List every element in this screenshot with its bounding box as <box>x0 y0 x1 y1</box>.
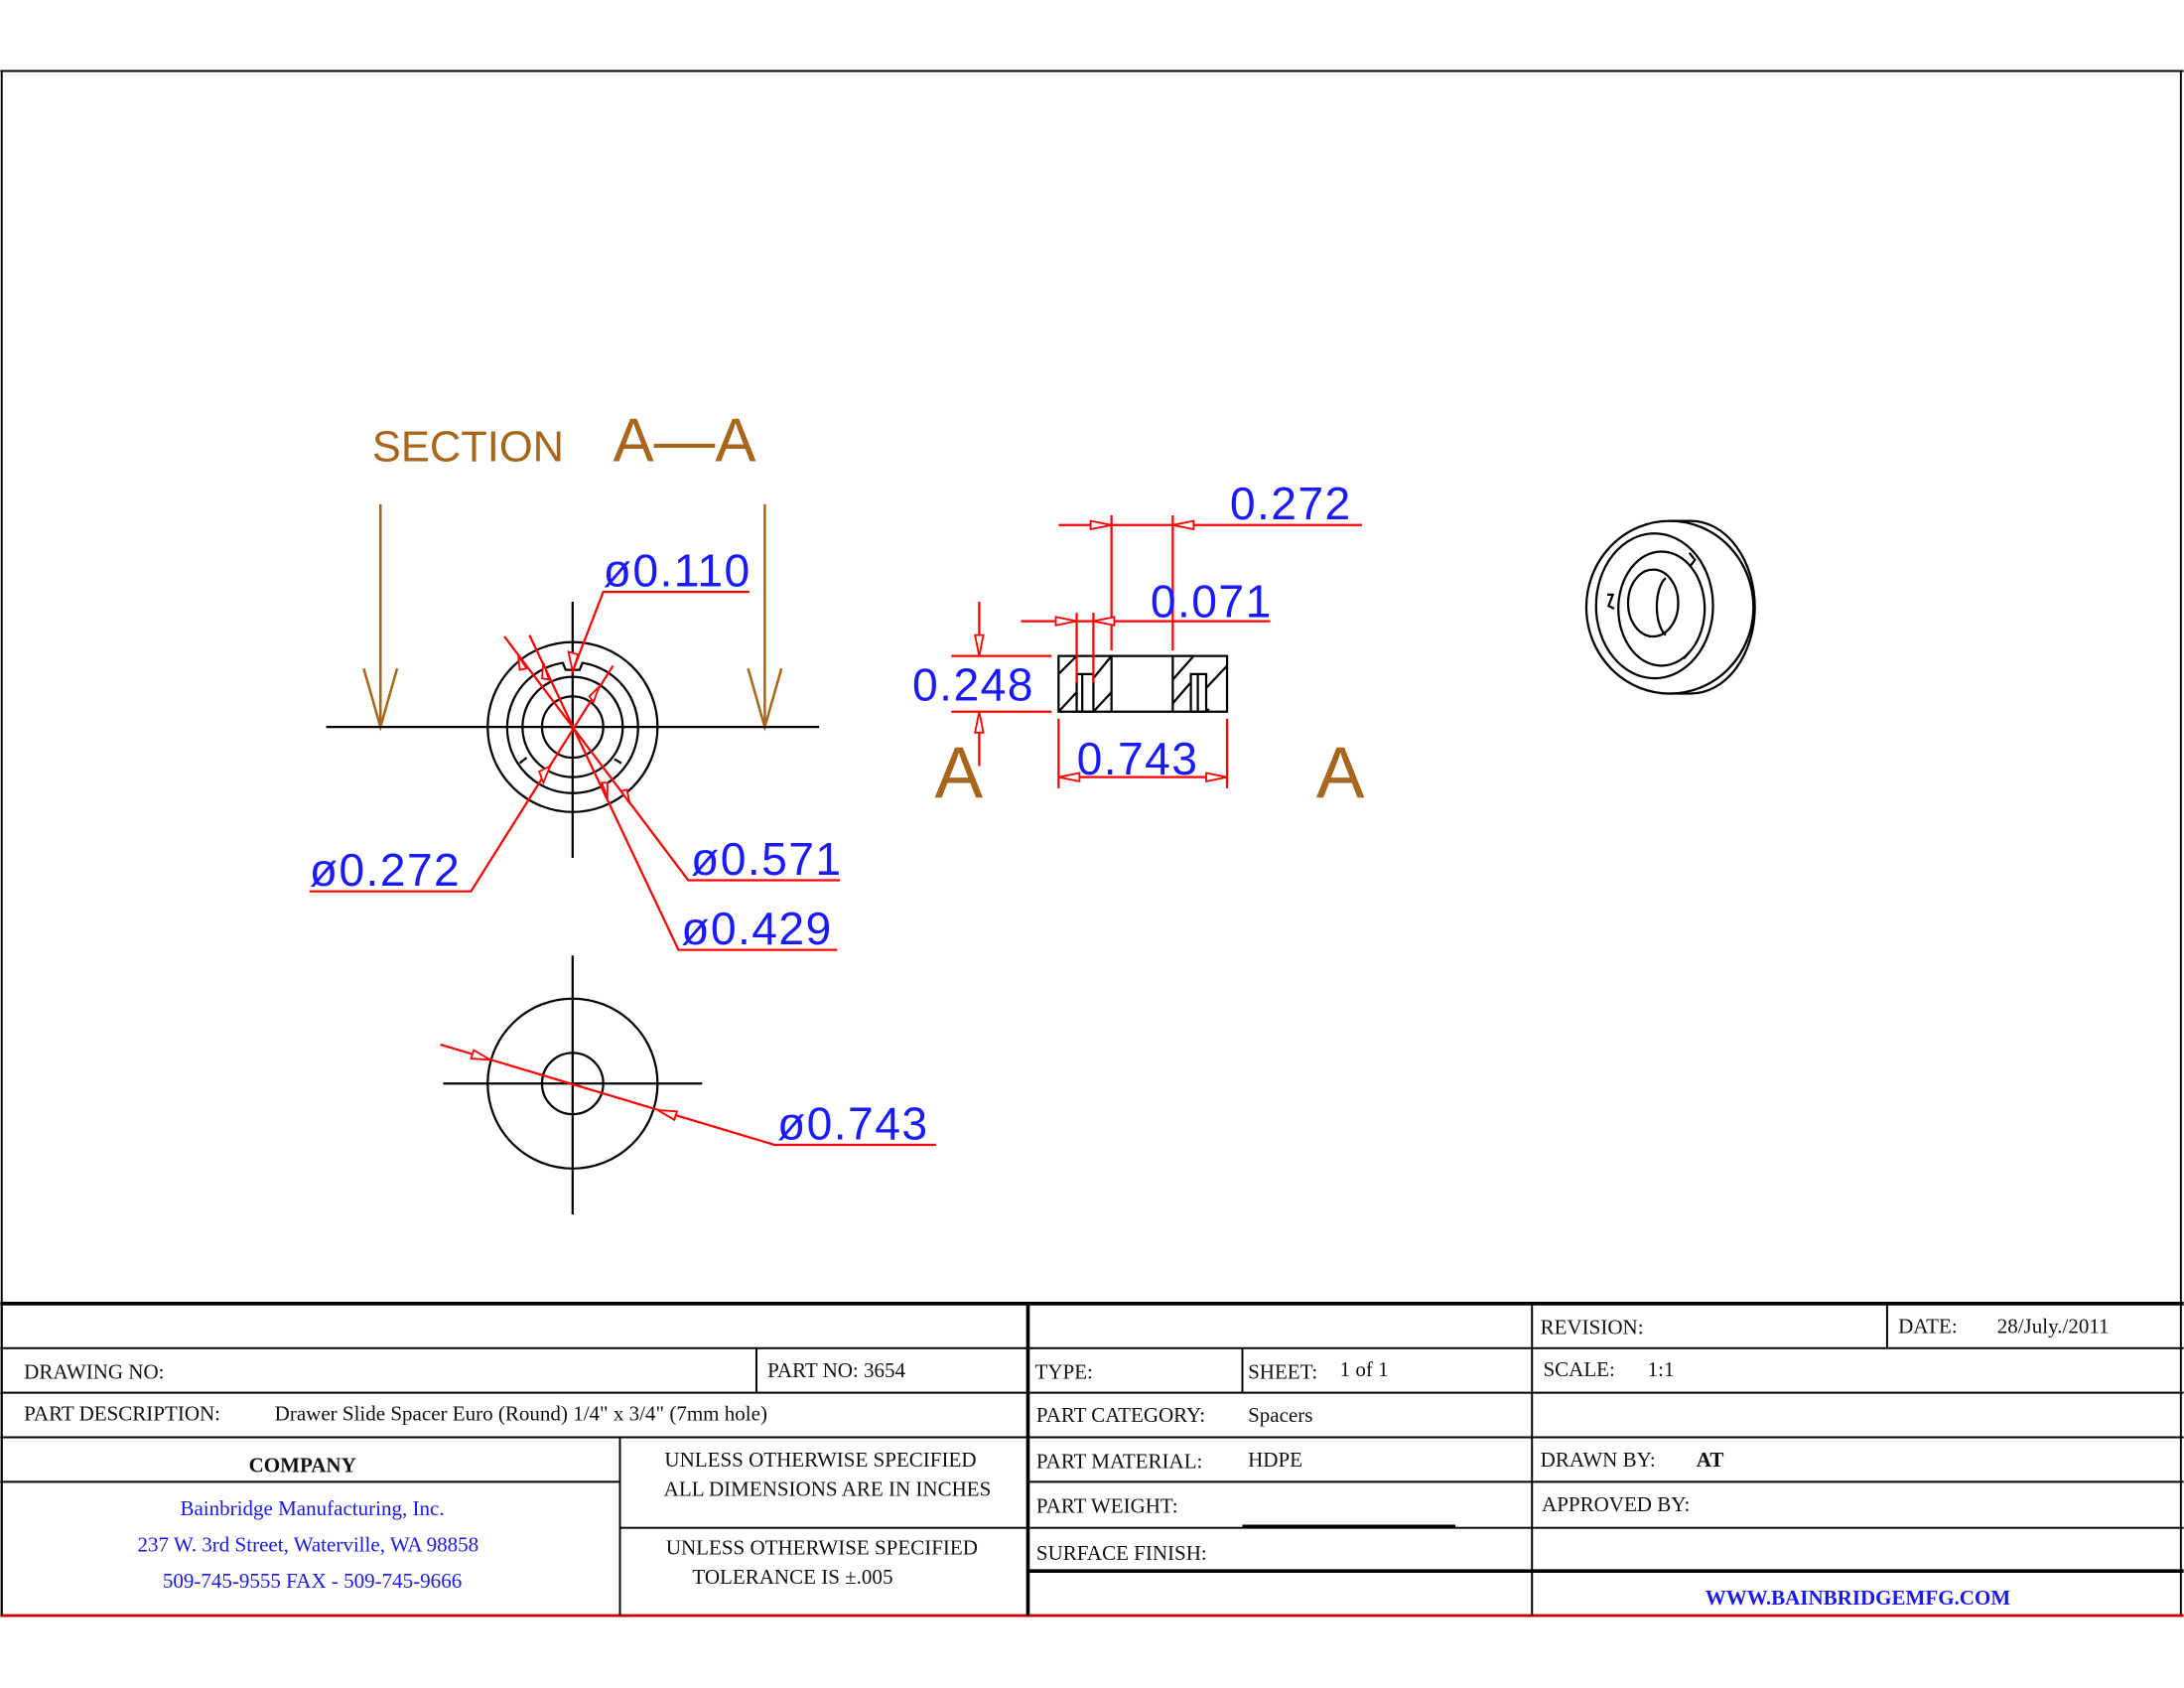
surface-finish-label: SURFACE FINISH: <box>1036 1541 1207 1565</box>
company-name: Bainbridge Manufacturing, Inc. <box>180 1496 444 1520</box>
front-view-dimensions: ø0.110 ø0.272 ø0.571 ø0.429 <box>309 545 842 954</box>
part-material-value: HDPE <box>1248 1448 1302 1472</box>
scale-label: SCALE: <box>1543 1357 1614 1381</box>
website-link[interactable]: WWW.BAINBRIDGEMFG.COM <box>1706 1586 2011 1610</box>
date-value: 28/July./2011 <box>1997 1314 2110 1337</box>
part-category-label: PART CATEGORY: <box>1036 1403 1205 1427</box>
side-section-view <box>1057 654 1229 713</box>
note-tolerance-line1: UNLESS OTHERWISE SPECIFIED <box>666 1535 978 1559</box>
section-id: A—A <box>613 406 756 475</box>
approved-by-label: APPROVED BY: <box>1542 1492 1690 1516</box>
dim-thickness: 0.248 <box>912 659 1034 711</box>
dim-width-272: 0.272 <box>1230 478 1352 529</box>
part-description-label: PART DESCRIPTION: <box>24 1402 220 1426</box>
scale-value: 1:1 <box>1648 1357 1675 1381</box>
company-phone: 509-745-9555 FAX - 509-745-9666 <box>163 1569 462 1593</box>
isometric-view <box>1584 519 1756 695</box>
section-label: SECTION <box>372 423 564 471</box>
company-label: COMPANY <box>249 1454 356 1477</box>
dim-outer-dia: ø0.743 <box>777 1097 928 1149</box>
part-material-label: PART MATERIAL: <box>1036 1449 1202 1473</box>
note-units-line1: UNLESS OTHERWISE SPECIFIED <box>664 1448 976 1472</box>
cut-label-right: A <box>1316 734 1365 814</box>
section-heading: SECTION A—A <box>372 406 757 475</box>
dim-length: 0.743 <box>1077 733 1199 784</box>
dim-inner-dia: ø0.272 <box>310 844 461 896</box>
title-block: REVISION: DATE: 28/July./2011 DRAWING NO… <box>0 1302 2184 1618</box>
revision-label: REVISION: <box>1541 1316 1644 1339</box>
type-label: TYPE: <box>1034 1360 1092 1384</box>
side-view-dimensions: 0.272 0.071 0.248 0.743 A A <box>912 478 1365 814</box>
dim-width-071: 0.071 <box>1151 575 1273 627</box>
drawn-by-value: AT <box>1697 1448 1724 1472</box>
part-description-value: Drawer Slide Spacer Euro (Round) 1/4" x … <box>275 1402 767 1426</box>
note-units-line2: ALL DIMENSIONS ARE IN INCHES <box>664 1477 992 1500</box>
dim-ring-inner-dia: ø0.429 <box>681 903 832 954</box>
date-label: DATE: <box>1898 1314 1958 1337</box>
part-weight-label: PART WEIGHT: <box>1036 1493 1178 1517</box>
drawing-no-label: DRAWING NO: <box>24 1360 164 1384</box>
sheet-label: SHEET: <box>1248 1360 1317 1384</box>
rear-view: ø0.743 <box>440 955 936 1215</box>
dim-ring-outer-dia: ø0.571 <box>691 833 842 885</box>
drawn-by-label: DRAWN BY: <box>1541 1448 1656 1472</box>
part-no: PART NO: 3654 <box>767 1358 905 1382</box>
company-address: 237 W. 3rd Street, Waterville, WA 98858 <box>137 1533 478 1557</box>
note-tolerance-line2: TOLERANCE IS ±.005 <box>692 1565 892 1589</box>
sheet-value: 1 of 1 <box>1340 1357 1389 1381</box>
dim-hole-notch-dia: ø0.110 <box>604 545 751 597</box>
part-category-value: Spacers <box>1248 1403 1312 1427</box>
cut-label-left: A <box>935 734 984 814</box>
